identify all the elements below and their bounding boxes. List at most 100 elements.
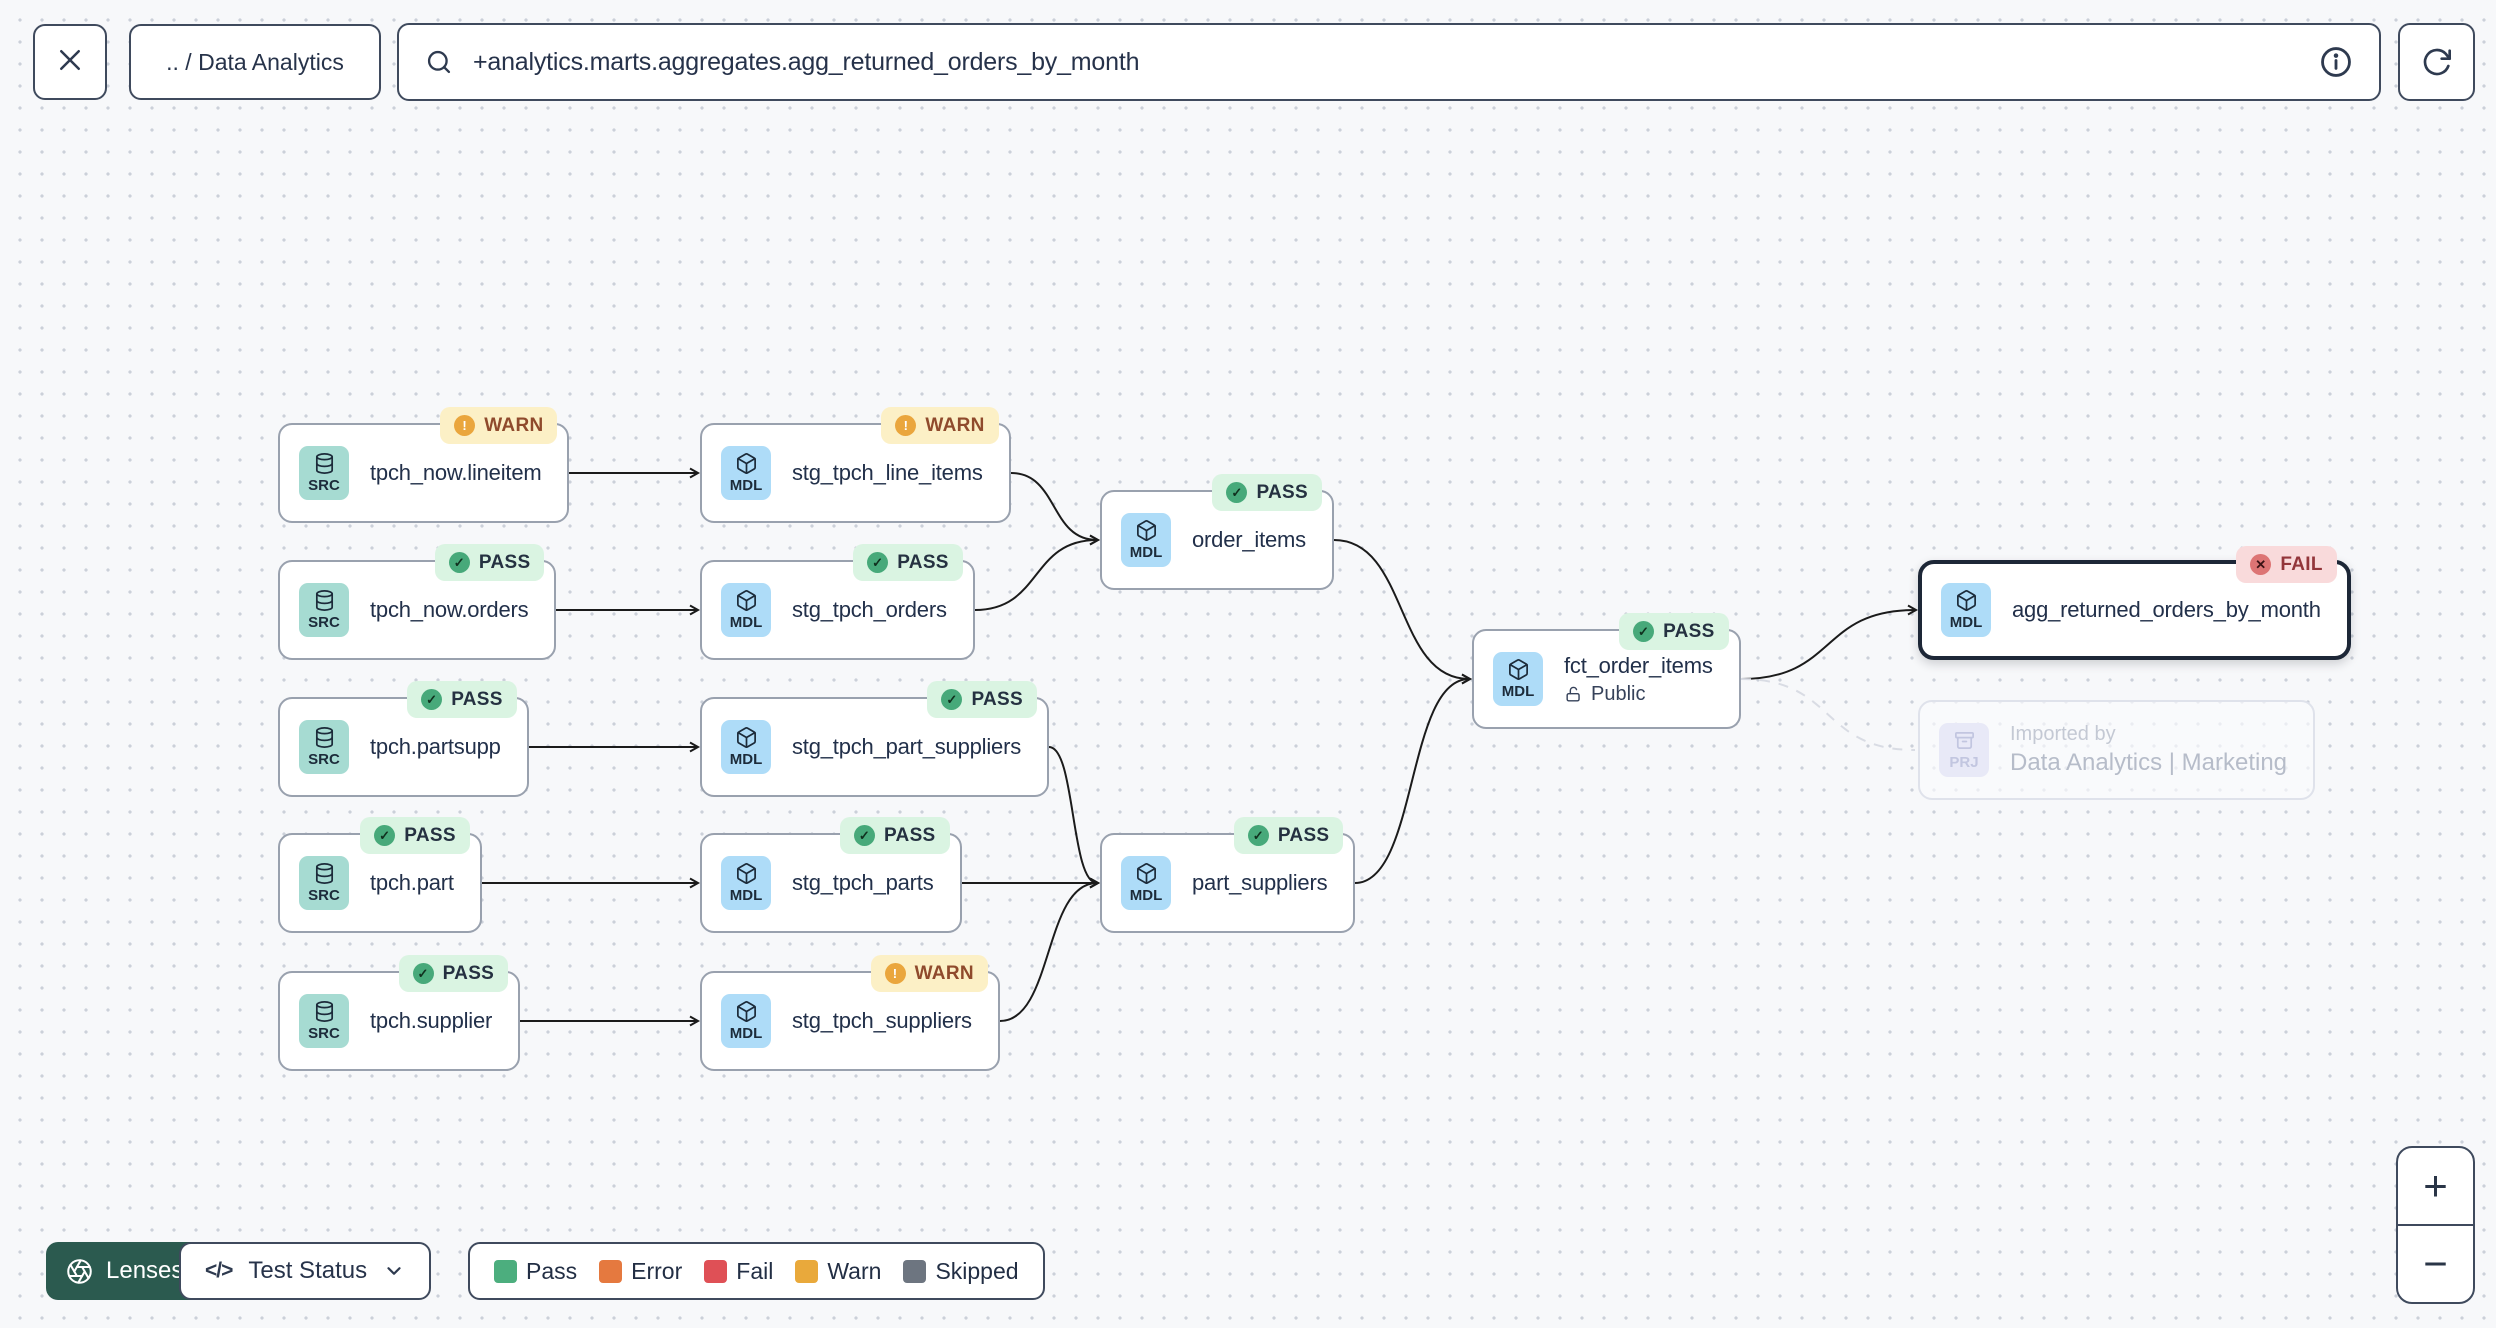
lenses-label: Lenses	[106, 1257, 184, 1284]
status-badge-fail: ✕FAIL	[2236, 546, 2337, 583]
legend-label: Fail	[736, 1257, 774, 1284]
status-badge-pass: ✓PASS	[360, 817, 470, 854]
node-text: agg_returned_orders_by_month	[2012, 597, 2321, 622]
zoom-controls: + −	[2396, 1146, 2475, 1304]
node-text: stg_tpch_line_items	[792, 460, 983, 485]
node-text: tpch_now.lineitem	[370, 460, 542, 485]
database-icon: SRC	[299, 583, 349, 637]
database-icon: SRC	[299, 720, 349, 774]
refresh-icon	[2421, 46, 2453, 78]
cube-icon: MDL	[721, 720, 771, 774]
status-dot-icon: ✓	[941, 689, 963, 710]
legend-swatch	[795, 1259, 819, 1283]
test-status-dropdown[interactable]: </> Test Status	[179, 1242, 432, 1300]
zoom-out-button[interactable]: −	[2398, 1224, 2473, 1302]
status-badge-pass: ✓PASS	[853, 544, 963, 581]
status-dot-icon: ✓	[853, 825, 875, 846]
cube-icon: MDL	[721, 856, 771, 910]
breadcrumb[interactable]: .. / Data Analytics	[129, 24, 381, 100]
node-text: stg_tpch_part_suppliers	[792, 734, 1021, 759]
edge-stg_tpch_line_items-to-order_items	[1010, 472, 1101, 546]
cube-icon: MDL	[1121, 856, 1171, 910]
status-dot-icon: ✓	[867, 552, 889, 573]
database-icon: SRC	[299, 446, 349, 500]
node-text: tpch.part	[370, 870, 454, 895]
node-text: tpch.partsupp	[370, 734, 501, 759]
search-bar[interactable]	[397, 23, 2381, 101]
legend-swatch	[704, 1259, 728, 1283]
graph-node-tpch_partsupp[interactable]: ✓PASS SRC tpch.partsupp	[278, 681, 529, 797]
legend-label: Error	[631, 1257, 683, 1284]
close-button[interactable]	[33, 24, 107, 100]
edge-stg_tpch_orders-to-order_items	[974, 534, 1101, 611]
status-badge-pass: ✓PASS	[407, 681, 517, 718]
node-text: part_suppliers	[1192, 870, 1328, 895]
cube-icon: MDL	[1121, 513, 1171, 567]
status-badge-pass: ✓PASS	[434, 544, 545, 581]
refresh-button[interactable]	[2398, 23, 2475, 101]
node-text: order_items	[1192, 527, 1306, 552]
status-badge-warn: !WARN	[881, 407, 999, 444]
legend-swatch	[494, 1259, 517, 1283]
status-badge-pass: ✓PASS	[398, 955, 509, 992]
status-badge-pass: ✓PASS	[839, 817, 950, 854]
legend-item-warn: Warn	[795, 1258, 881, 1285]
graph-node-agg_returned_orders_by_month[interactable]: ✕FAIL MDL agg_returned_orders_by_month	[1918, 546, 2351, 660]
graph-node-tpch_now_lineitem[interactable]: !WARN SRC tpch_now.lineitem	[278, 407, 570, 523]
lock-open-icon	[1564, 685, 1583, 704]
graph-node-stg_tpch_parts[interactable]: ✓PASS MDL stg_tpch_parts	[700, 817, 962, 933]
status-badge-pass: ✓PASS	[927, 681, 1037, 718]
edge-order_items-to-fct_order_items	[1333, 539, 1473, 685]
close-icon	[55, 45, 85, 80]
status-dot-icon: ✓	[412, 963, 434, 984]
edge-fct_order_items-to-agg_returned_orders_by_month	[1740, 604, 1919, 680]
status-dot-icon: ✕	[2250, 554, 2272, 575]
project-icon: PRJ	[1939, 723, 1989, 777]
status-dot-icon: ✓	[1247, 825, 1269, 846]
edge-stg_tpch_part_suppliers-to-part_suppliers	[1048, 746, 1101, 889]
chevron-down-icon	[383, 1260, 405, 1282]
test-status-label: Test Status	[248, 1257, 368, 1284]
node-text: stg_tpch_parts	[792, 870, 934, 895]
zoom-in-button[interactable]: +	[2423, 1162, 2448, 1209]
search-icon	[425, 48, 453, 76]
search-input[interactable]	[471, 46, 2301, 78]
code-icon: </>	[205, 1259, 233, 1282]
status-dot-icon: ✓	[421, 689, 443, 710]
legend-item-error: Error	[599, 1258, 682, 1285]
aperture-icon	[66, 1258, 93, 1285]
status-dot-icon: ✓	[1633, 621, 1655, 642]
status-badge-warn: !WARN	[440, 407, 558, 444]
status-dot-icon: !	[895, 415, 917, 436]
cube-icon: MDL	[721, 994, 771, 1048]
database-icon: SRC	[299, 856, 349, 910]
status-dot-icon: !	[454, 415, 476, 436]
status-dot-icon: !	[884, 963, 906, 984]
cube-icon: MDL	[721, 583, 771, 637]
graph-node-stg_tpch_part_suppliers[interactable]: ✓PASS MDL stg_tpch_part_suppliers	[700, 681, 1049, 797]
lenses-button[interactable]: Lenses	[46, 1242, 204, 1300]
node-text: tpch_now.orders	[370, 597, 529, 622]
legend-label: Warn	[827, 1257, 882, 1284]
legend-item-fail: Fail	[704, 1258, 773, 1285]
status-dot-icon: ✓	[448, 552, 470, 573]
graph-node-tpch_part[interactable]: ✓PASS SRC tpch.part	[278, 817, 482, 933]
cube-icon: MDL	[1941, 583, 1991, 637]
graph-node-tpch_now_orders[interactable]: ✓PASS SRC tpch_now.orders	[278, 544, 557, 660]
status-badge-pass: ✓PASS	[1619, 613, 1729, 650]
info-icon[interactable]	[2319, 45, 2353, 79]
status-badge-warn: !WARN	[870, 955, 988, 992]
